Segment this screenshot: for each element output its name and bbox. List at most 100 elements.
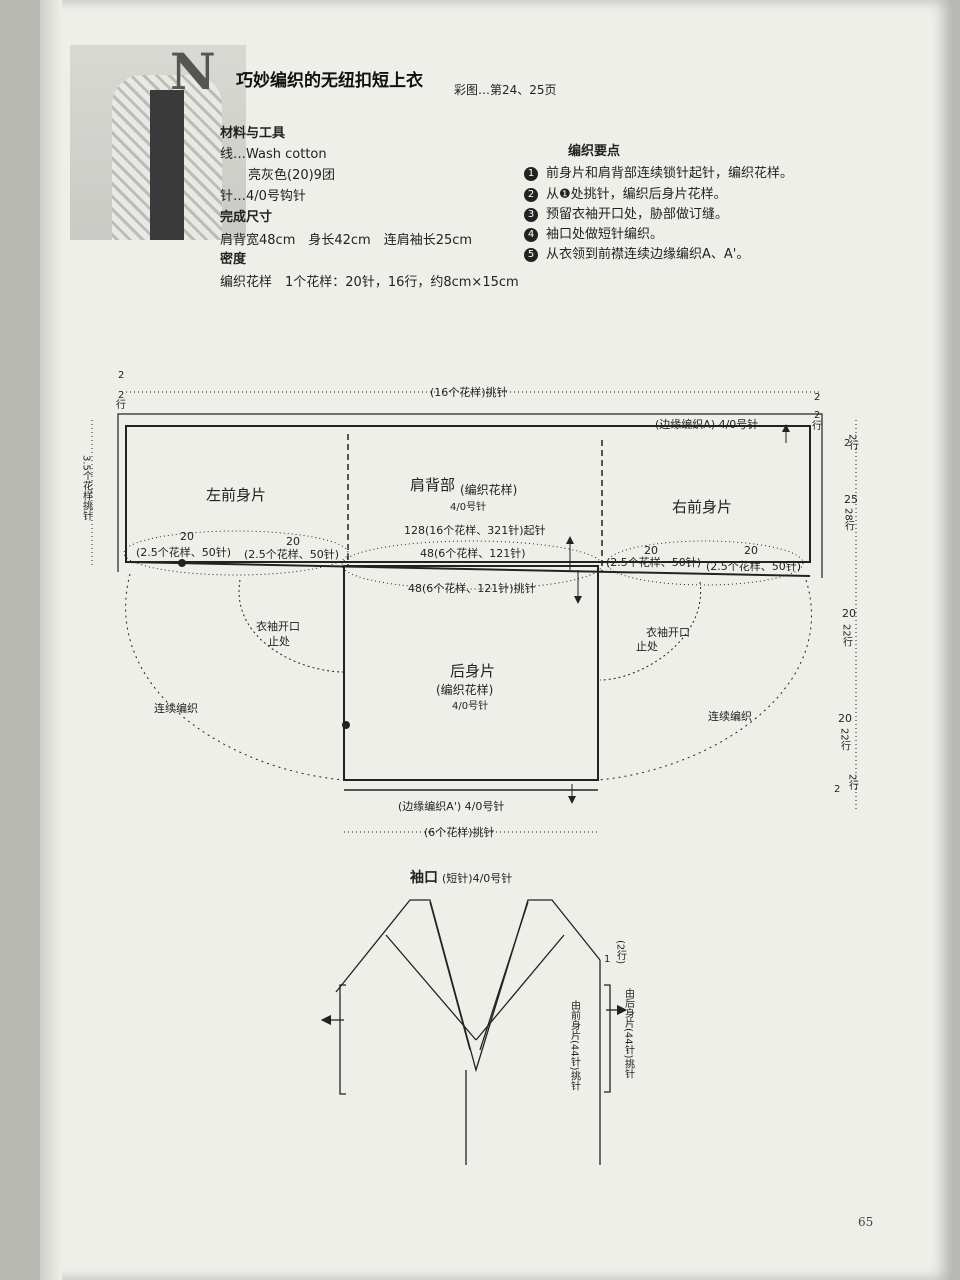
step-text: 从❶处挑针，编织后身片花样。 bbox=[546, 187, 727, 202]
gauge-heading: 密度 bbox=[220, 252, 247, 267]
left-pickup-ellipse bbox=[123, 530, 349, 576]
step-text: 预留衣袖开口处，胁部做订缝。 bbox=[546, 207, 729, 222]
right-2-bottom-rows: 2行 bbox=[847, 774, 859, 791]
left-sleeve-stop: 止处 bbox=[268, 635, 290, 648]
right-continuous-label: 连续编织 bbox=[708, 709, 752, 723]
left-side-label: 3.5个花样挑针 bbox=[81, 455, 93, 522]
left-cuff-band bbox=[339, 984, 346, 1095]
cuff-one: 1 bbox=[604, 954, 610, 965]
step-number: 4 bbox=[524, 227, 538, 242]
key-points-heading: 编织要点 bbox=[568, 144, 621, 159]
back-body-rect bbox=[343, 565, 599, 781]
right-20a: 20 bbox=[842, 607, 856, 620]
num-20-d: 20 bbox=[744, 544, 758, 557]
step-3: 3 预留衣袖开口处，胁部做订缝。 bbox=[524, 203, 728, 222]
right-20b: 20 bbox=[838, 712, 852, 725]
shoulder-label: 肩背部 bbox=[410, 476, 455, 494]
step-text: 前身片和肩背部连续锁针起针，编织花样。 bbox=[546, 166, 794, 181]
back-48-pickup-label: 48(6个花样、121针)挑针 bbox=[408, 581, 536, 595]
collar-left bbox=[385, 934, 477, 1041]
back-48-label: 48(6个花样、121针) bbox=[420, 546, 526, 560]
chain-start-label: 128(16个花样、321针)起针 bbox=[404, 523, 546, 537]
top-right-rows: 行 bbox=[812, 419, 822, 432]
pattern-25-d: (2.5个花样、50针) bbox=[706, 559, 801, 573]
left-front-label: 左前身片 bbox=[206, 486, 266, 504]
back-needle-label: 4/0号针 bbox=[452, 699, 488, 712]
bottom-pickup-label: (6个花样)挑针 bbox=[424, 825, 495, 839]
step-1: 1 前身片和肩背部连续锁针起针，编织花样。 bbox=[524, 162, 793, 181]
top-pickup-label: (16个花样)挑针 bbox=[430, 385, 508, 399]
edge-band-outline bbox=[117, 413, 823, 578]
inner-shirt-image bbox=[150, 90, 184, 240]
right-2: 2 bbox=[844, 438, 850, 449]
cuff-title: 袖口 bbox=[410, 869, 438, 886]
right-front-label: 右前身片 bbox=[672, 498, 732, 516]
cuff-outline bbox=[335, 899, 601, 1073]
left-continuous-arc bbox=[125, 573, 345, 781]
top-left-rows: 行 bbox=[116, 398, 126, 411]
collar-mid-right bbox=[479, 901, 529, 1051]
size-heading: 完成尺寸 bbox=[220, 210, 273, 225]
color-page-ref: 彩图…第24、25页 bbox=[454, 83, 557, 97]
step-number: 2 bbox=[524, 187, 538, 202]
step-4: 4 袖口处做短针编织。 bbox=[524, 223, 663, 242]
edge-a-label: (边缘编织A) 4/0号针 bbox=[655, 417, 758, 431]
top-right-2: 2 bbox=[814, 392, 820, 403]
right-continuous-arc bbox=[597, 579, 812, 781]
step-number: 3 bbox=[524, 207, 538, 222]
step-text: 从衣领到前襟连续边缘编织A、A'。 bbox=[546, 247, 750, 262]
yarn-line-1: 线…Wash cotton bbox=[220, 147, 327, 162]
back-label: 后身片 bbox=[450, 662, 495, 680]
left-continuous-label: 连续编织 bbox=[154, 701, 198, 715]
body-rect bbox=[125, 425, 811, 563]
left-sleeve-open: 衣袖开口 bbox=[256, 619, 300, 633]
side-mark bbox=[342, 721, 350, 729]
needle-line: 针…4/0号钩针 bbox=[220, 189, 306, 204]
page-number: 65 bbox=[858, 1215, 874, 1229]
start-mark bbox=[178, 559, 186, 567]
top-right-2b: 2 bbox=[814, 410, 820, 421]
top-left-2: 2 bbox=[118, 370, 124, 381]
right-2-rows: 2行 bbox=[847, 434, 859, 451]
step-number: 5 bbox=[524, 247, 538, 262]
right-2-bottom: 2 bbox=[834, 784, 840, 795]
garment-photo bbox=[70, 45, 246, 240]
step-5: 5 从衣领到前襟连续边缘编织A、A'。 bbox=[524, 243, 749, 262]
step-text: 袖口处做短针编织。 bbox=[546, 227, 664, 242]
collar-mid-left bbox=[429, 901, 471, 1051]
pickup-ellipse bbox=[341, 540, 603, 590]
page-title: 巧妙编织的无纽扣短上衣 bbox=[236, 71, 423, 91]
right-sleeve-stop: 止处 bbox=[636, 640, 658, 653]
cuff-from-front: 由前身片(44针)挑针 bbox=[569, 999, 581, 1092]
num-20-b: 20 bbox=[286, 535, 300, 548]
right-pickup-ellipse bbox=[606, 540, 804, 586]
right-25: 25 bbox=[844, 493, 858, 506]
right-28-rows: 28行 bbox=[843, 508, 855, 532]
pattern-25-a: (2.5个花样、50针) bbox=[136, 545, 231, 559]
book-page bbox=[40, 0, 952, 1280]
num-20-c: 20 bbox=[644, 544, 658, 557]
cuff-title-sub: (短针)4/0号针 bbox=[442, 871, 512, 885]
right-sleeve-leader bbox=[599, 581, 702, 681]
right-cuff-band bbox=[604, 984, 611, 1093]
gauge-line: 编织花样 1个花样：20针，16行，约8cm×15cm bbox=[220, 275, 519, 290]
pattern-25-c: (2.5个花样、50针) bbox=[606, 555, 701, 569]
step-number: 1 bbox=[524, 166, 538, 181]
top-left-2b: 2 bbox=[118, 390, 124, 401]
pattern-letter: N bbox=[170, 42, 216, 101]
right-22a-rows: 22行 bbox=[841, 624, 853, 648]
materials-heading: 材料与工具 bbox=[220, 126, 286, 141]
collar-right bbox=[475, 934, 565, 1041]
cuff-two-rows: (2行) bbox=[615, 940, 627, 964]
left-sleeve-leader bbox=[238, 579, 345, 673]
back-sub-label: (编织花样) bbox=[436, 682, 493, 697]
edge-a2-label: (边缘编织A') 4/0号针 bbox=[398, 799, 504, 813]
right-22b-rows: 22行 bbox=[839, 728, 851, 752]
size-line: 肩背宽48cm 身长42cm 连肩袖长25cm bbox=[220, 233, 473, 248]
shoulder-needle-label: 4/0号针 bbox=[450, 500, 486, 513]
band-bottom-line bbox=[125, 561, 811, 577]
pattern-25-b: (2.5个花样、50针) bbox=[244, 547, 339, 561]
shoulder-sub-label: (编织花样) bbox=[460, 482, 517, 497]
cuff-from-back: 由后身片(44针)挑针 bbox=[623, 987, 635, 1080]
